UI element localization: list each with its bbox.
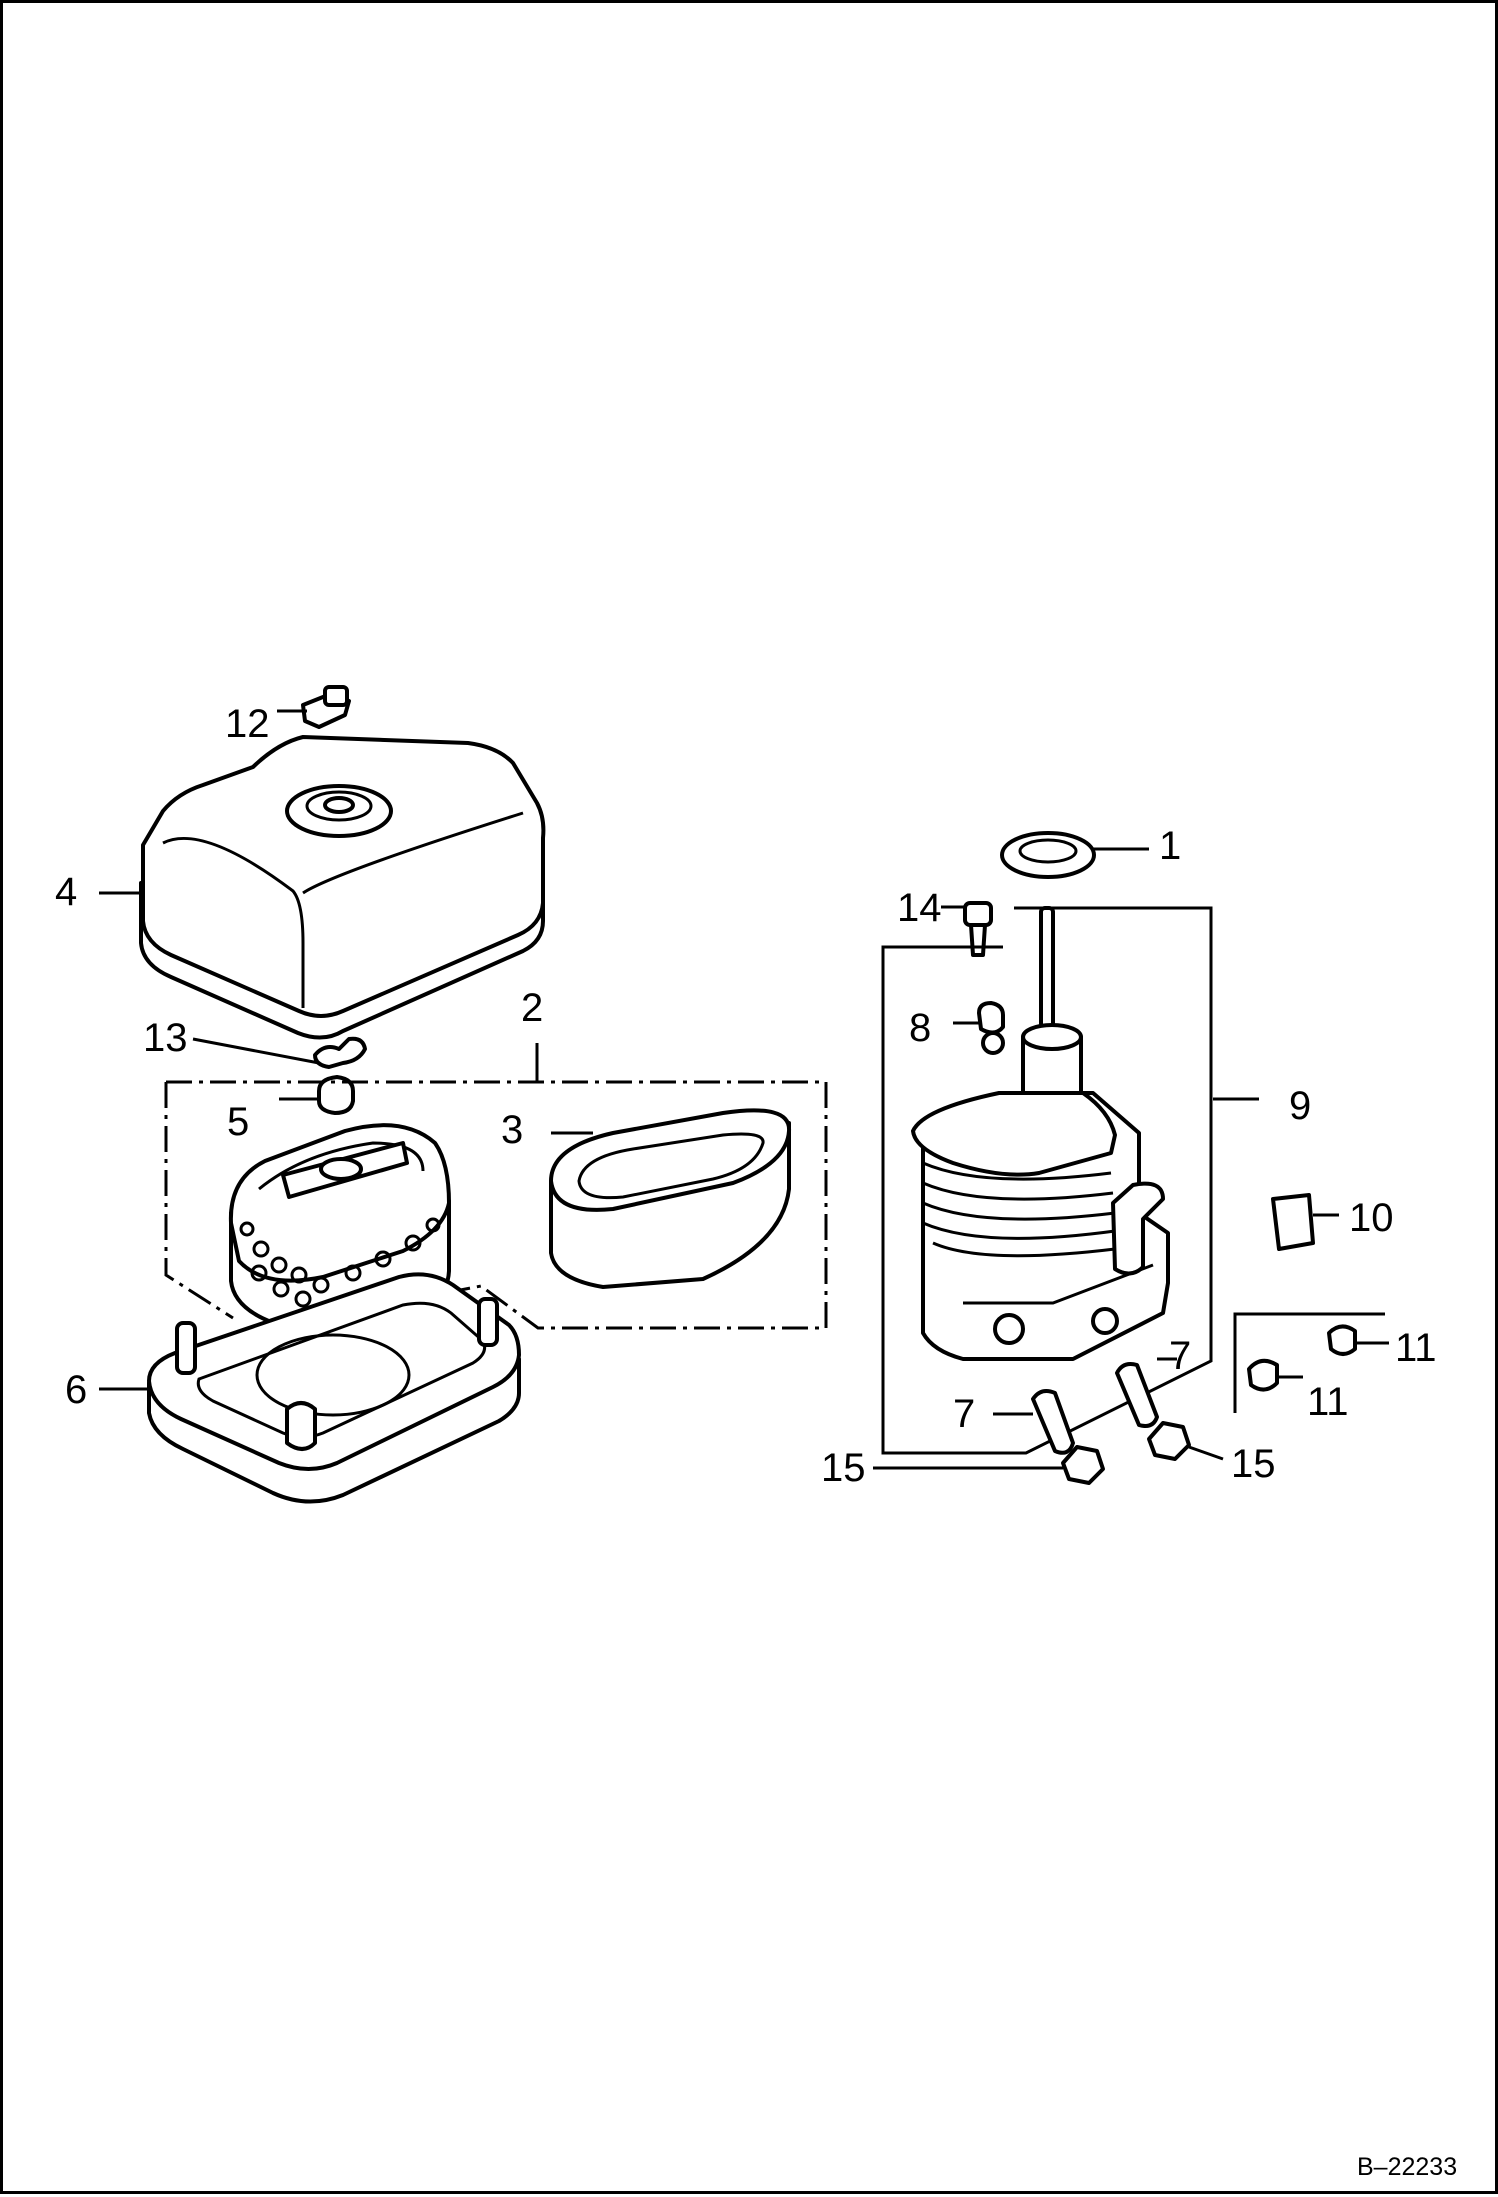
callout-15-a: 15 [821, 1446, 866, 1490]
callout-15-b: 15 [1231, 1442, 1276, 1486]
part-11-plug-a [1327, 1324, 1357, 1356]
part-3-precleaner [549, 1108, 792, 1289]
part-11-plug-b [1247, 1358, 1279, 1392]
callout-5: 5 [227, 1100, 249, 1144]
figure-reference: B–22233 [1357, 2153, 1457, 2181]
callout-7-a: 7 [1169, 1334, 1191, 1378]
part-6-base [147, 1272, 521, 1504]
leader-lines [99, 709, 1389, 1470]
part-8-grommet [977, 1001, 1005, 1035]
part-9-body [911, 906, 1170, 1361]
callout-11-b: 11 [1307, 1380, 1349, 1424]
callout-1: 1 [1159, 824, 1181, 868]
exploded-parts-diagram: 12 4 2 13 5 3 6 1 14 8 9 10 11 11 7 7 15… [55, 685, 1457, 2181]
part-7-pin-a [1115, 1362, 1159, 1428]
part-1-seal [1000, 831, 1096, 879]
callout-13: 13 [143, 1016, 188, 1060]
callout-10: 10 [1349, 1196, 1394, 1240]
part-15-nut-b [1061, 1445, 1105, 1485]
callout-14: 14 [897, 886, 942, 930]
callout-11-a: 11 [1395, 1326, 1437, 1370]
part-13-wing-nut [313, 1036, 367, 1069]
part-15-nut-a [1147, 1421, 1191, 1461]
kit-11-bracket [1233, 1312, 1385, 1413]
part-4-cover [139, 735, 546, 1040]
callout-3: 3 [501, 1108, 523, 1152]
callout-6: 6 [65, 1368, 87, 1412]
callout-12: 12 [225, 702, 270, 746]
callout-9: 9 [1289, 1084, 1311, 1128]
callout-7-b: 7 [953, 1392, 975, 1436]
kit-9-bracket [881, 906, 1213, 1455]
callout-4: 4 [55, 870, 77, 914]
part-10-label [1271, 1193, 1315, 1251]
callout-2: 2 [521, 986, 543, 1030]
callout-8: 8 [909, 1006, 931, 1050]
kit-2-bracket [164, 1080, 828, 1330]
part-12-bolt [301, 685, 351, 729]
part-7-pin-b [1031, 1389, 1075, 1455]
part-5-nut [317, 1075, 355, 1115]
